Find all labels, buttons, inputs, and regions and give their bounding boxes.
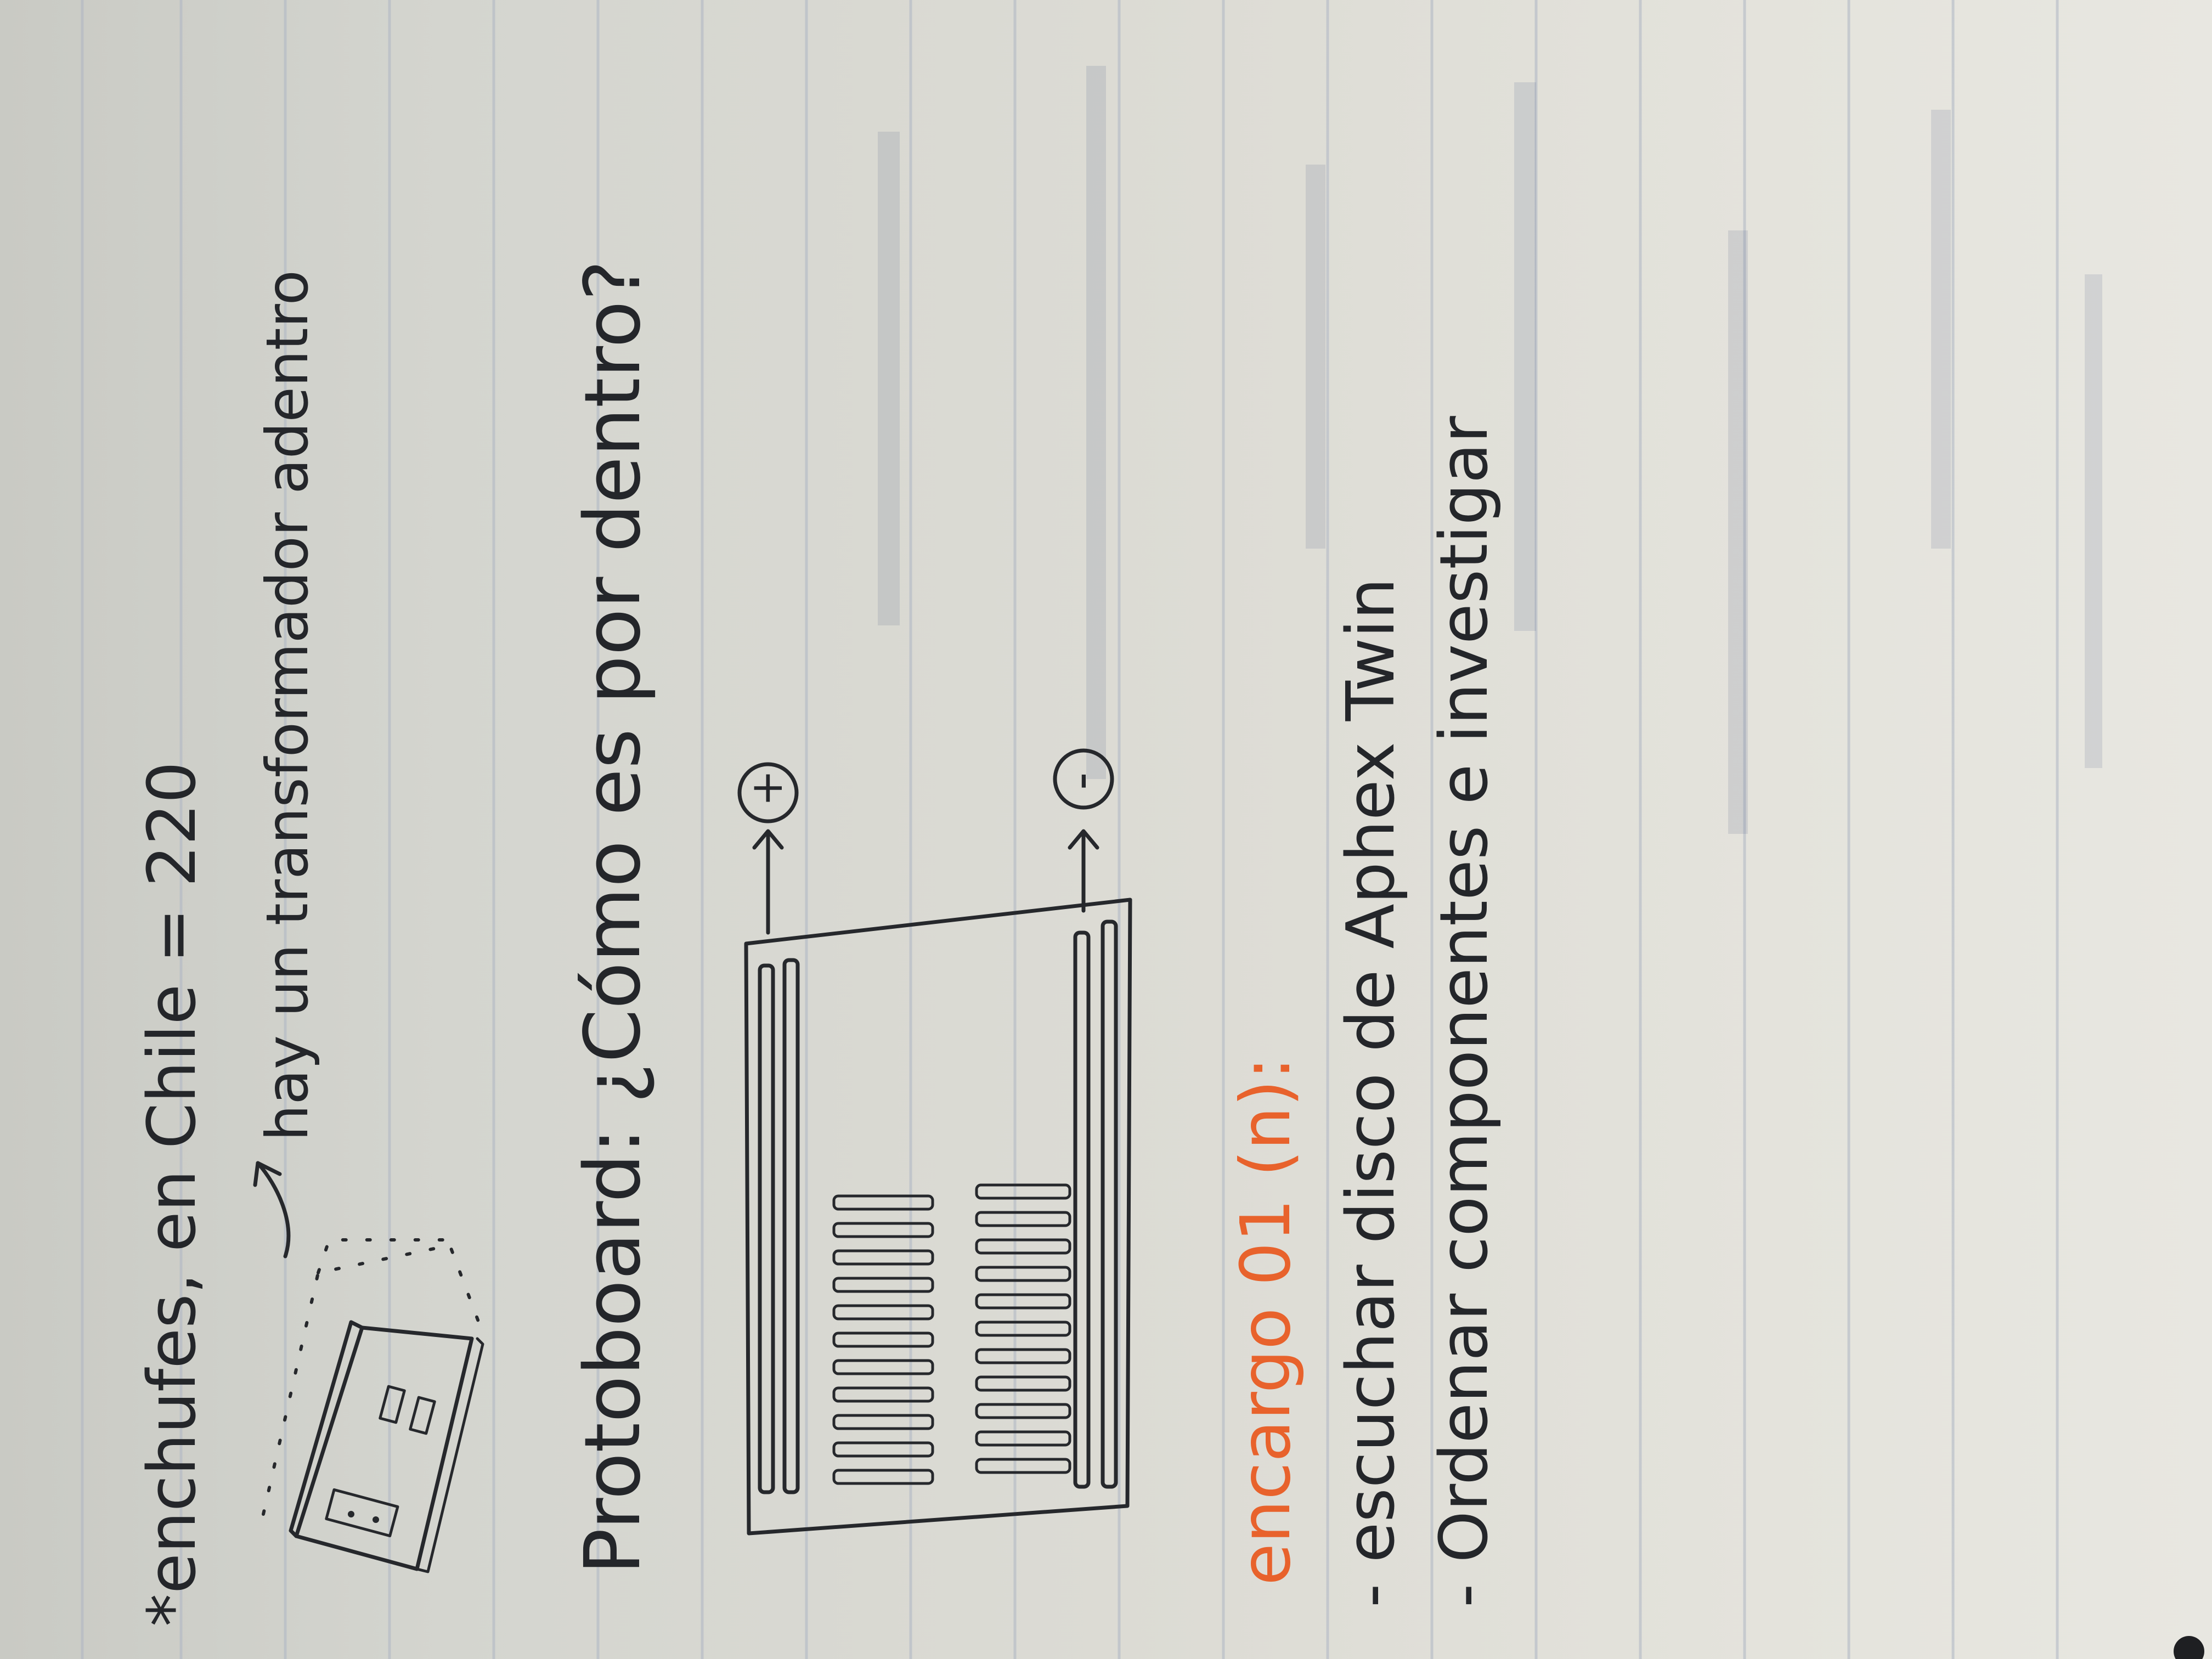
note-line-8: - Ordenar componentes e investigar: [1426, 416, 1503, 1607]
note-line-1-group: *enchufes, en Chile = 220: [134, 761, 211, 1627]
minus-label: -: [1052, 772, 1109, 790]
arrow-head-transformer: [253, 1161, 282, 1187]
note-line-6-group: encargo 01 (n):: [1226, 1057, 1306, 1585]
minus-circle: [1053, 748, 1114, 810]
plus-circle: [737, 762, 799, 823]
note-line-2: hay un transformador adentro: [254, 270, 321, 1141]
plug-drawing: [262, 1238, 484, 1573]
ruled-lines: [81, 0, 2059, 1659]
protoboard-drawing: [737, 748, 1132, 1536]
terminal-strips-left: [832, 1194, 934, 1485]
minus-label-group: -: [1052, 772, 1109, 790]
arrow-to-transformer: [256, 1161, 291, 1259]
note-line-3-group: Protoboard: ¿Cómo es por dentro?: [568, 260, 658, 1575]
plus-label-group: +: [741, 770, 792, 806]
note-line-6: encargo 01 (n):: [1226, 1057, 1306, 1585]
note-line-8-group: - Ordenar componentes e investigar: [1426, 416, 1503, 1607]
plus-label: +: [741, 770, 792, 806]
terminal-strips-right: [975, 1183, 1071, 1474]
note-line-3: Protoboard: ¿Cómo es por dentro?: [568, 260, 658, 1575]
ghost-writing: [878, 66, 2102, 834]
note-line-7: - escuchar disco de Aphex Twin: [1333, 578, 1409, 1607]
note-line-1: *enchufes, en Chile = 220: [134, 761, 211, 1627]
note-line-7-group: - escuchar disco de Aphex Twin: [1333, 578, 1409, 1607]
binding-ring: [2174, 1636, 2204, 1659]
note-line-2-group: hay un transformador adentro: [254, 270, 321, 1141]
